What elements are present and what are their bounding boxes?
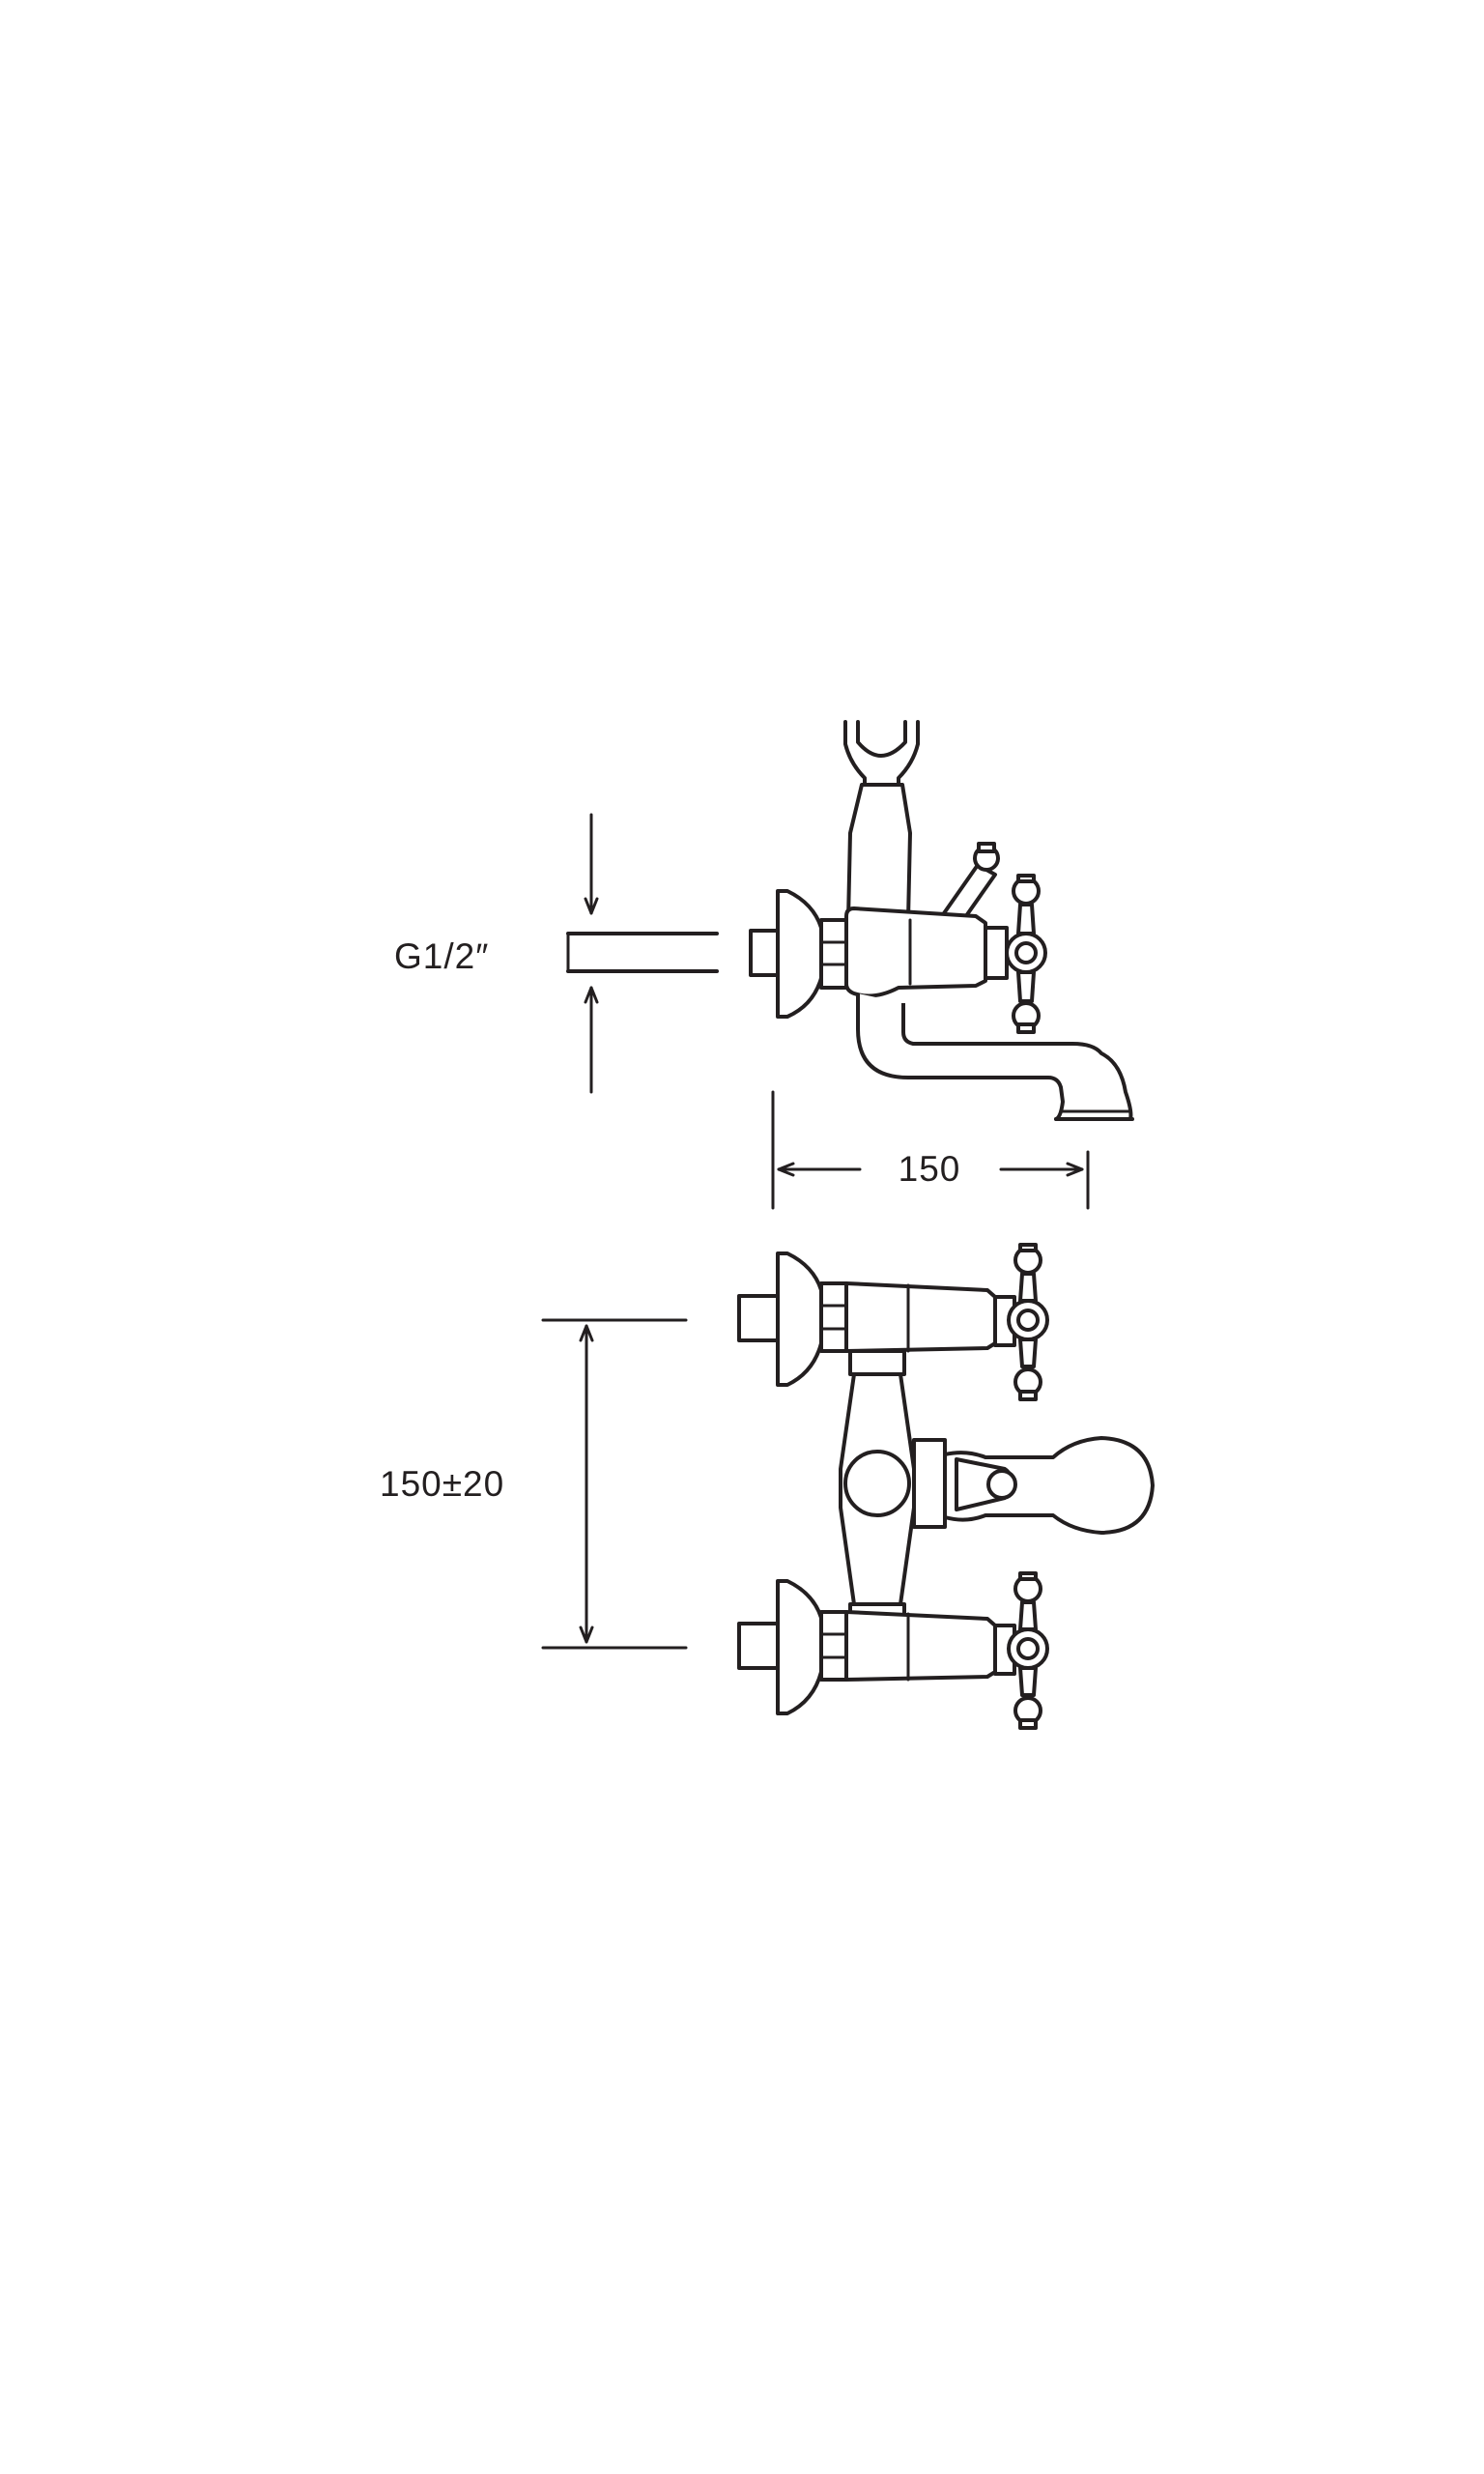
column-cap-top: [848, 1349, 906, 1376]
handle-collar: [984, 926, 1009, 980]
inlet-stub: [749, 929, 780, 977]
arrow-right-icon: [1066, 1162, 1084, 1177]
top-view: [541, 1243, 1155, 1730]
cross-handle-arm-top: [1016, 903, 1036, 935]
side-view: G1/2″: [394, 720, 1134, 1121]
arrow-left-icon: [777, 1162, 795, 1177]
spout-collar: [912, 1438, 947, 1529]
diverter-hub: [843, 1450, 911, 1517]
projection-dimension: [771, 1090, 1090, 1210]
lower-inlet: [737, 1571, 1049, 1730]
thread-dimension: [566, 813, 719, 1094]
projection-label: 150: [899, 1149, 961, 1189]
cross-handle-arm-bottom: [1016, 970, 1036, 1003]
hex-nut: [819, 918, 848, 990]
thread-size-label: G1/2″: [394, 936, 489, 976]
shower-hook: [843, 720, 920, 787]
wall-flange: [776, 889, 823, 1019]
upper-inlet: [737, 1243, 1049, 1401]
mixer-body: [844, 906, 987, 998]
arrow-up-icon: [579, 1324, 594, 1342]
spout-top-view: [943, 1436, 1155, 1535]
inlet-spacing-label: 150±20: [380, 1464, 504, 1504]
arrow-up-icon: [584, 986, 599, 1004]
arrow-down-icon: [579, 1625, 594, 1644]
arrow-down-icon: [584, 897, 599, 915]
bath-spout: [856, 993, 1133, 1121]
diverter-body: [846, 783, 912, 922]
